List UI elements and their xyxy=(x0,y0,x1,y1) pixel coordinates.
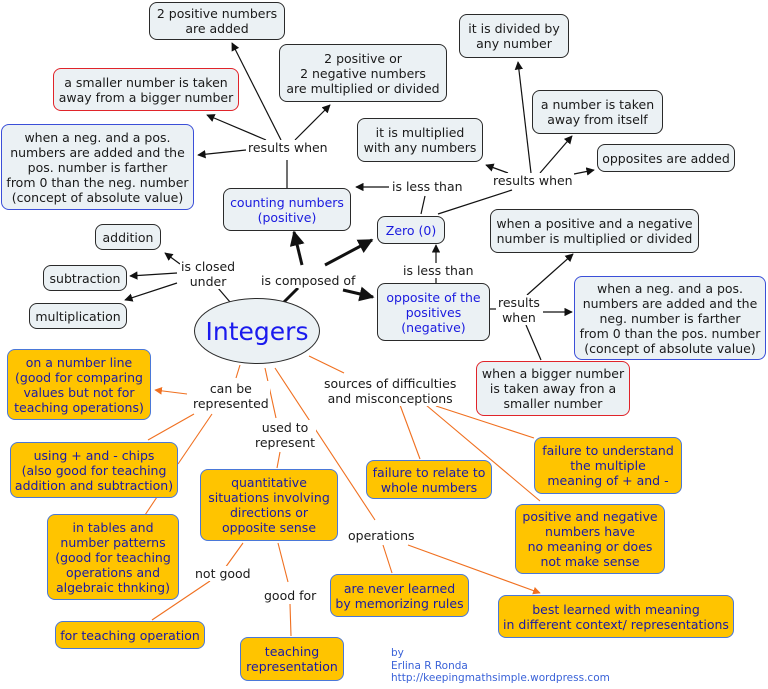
link-sources-of-difficulties: sources of difficulties and misconceptio… xyxy=(323,376,458,406)
node-never-memorizing[interactable]: are never learned by memorizing rules xyxy=(330,574,469,617)
link-used-to-represent: used to represent xyxy=(254,420,317,450)
edge xyxy=(324,238,374,267)
author-credit: by Erlina R Ronda http://keepingmathsimp… xyxy=(391,647,610,684)
edge xyxy=(420,195,426,215)
link-is-less-than-2: is less than xyxy=(402,263,475,278)
node-tables-patterns[interactable]: in tables and number patterns (good for … xyxy=(47,514,179,600)
node-number-line[interactable]: on a number line (good for comparing val… xyxy=(7,349,151,420)
edge xyxy=(539,135,573,174)
node-for-teaching-operation[interactable]: for teaching operation xyxy=(55,621,205,649)
node-smaller-from-bigger[interactable]: a smaller number is taken away from a bi… xyxy=(53,68,239,111)
link-operations: operations xyxy=(347,528,416,543)
edge xyxy=(274,367,376,521)
edge xyxy=(231,42,282,141)
node-taken-from-itself[interactable]: a number is taken away from itself xyxy=(532,90,663,134)
edge xyxy=(342,286,375,302)
edge xyxy=(573,167,595,176)
edge xyxy=(289,230,305,266)
node-zero[interactable]: Zero (0) xyxy=(377,216,445,244)
link-is-less-than-1: is less than xyxy=(391,179,464,194)
link-is-closed-under: is closed under xyxy=(180,259,237,289)
edge xyxy=(282,286,300,304)
edge xyxy=(425,404,541,502)
node-neg-pos-added-neg-farther[interactable]: when a neg. and a pos. numbers are added… xyxy=(574,276,766,360)
edge xyxy=(435,405,535,439)
link-results-when-2: results when xyxy=(492,173,574,188)
node-counting-numbers[interactable]: counting numbers (positive) xyxy=(223,188,351,231)
edge xyxy=(217,287,231,303)
node-no-meaning[interactable]: positive and negative numbers have no me… xyxy=(515,504,665,574)
node-subtraction[interactable]: subtraction xyxy=(43,265,127,291)
node-neg-pos-added-pos-farther[interactable]: when a neg. and a pos. numbers are added… xyxy=(1,124,194,210)
link-not-good: not good xyxy=(194,566,252,581)
edge xyxy=(197,149,247,159)
link-results-when-3: results when xyxy=(497,295,541,325)
edge xyxy=(129,271,178,280)
edge xyxy=(264,367,277,419)
link-results-when-1: results when xyxy=(247,140,329,155)
edge xyxy=(224,542,244,569)
node-failure-to-relate[interactable]: failure to relate to whole numbers xyxy=(366,460,492,499)
edge xyxy=(235,364,241,379)
edge xyxy=(276,451,281,469)
edge xyxy=(382,544,393,574)
edge xyxy=(294,104,331,141)
node-two-pos-or-neg-multiplied[interactable]: 2 positive or 2 negative numbers are mul… xyxy=(279,44,447,102)
edge xyxy=(151,580,211,621)
edge xyxy=(164,252,181,265)
edge xyxy=(526,253,574,296)
link-good-for: good for xyxy=(263,588,318,603)
edge xyxy=(399,404,421,460)
edge xyxy=(485,163,509,174)
edge xyxy=(289,603,292,637)
node-teaching-representation[interactable]: teaching representation xyxy=(240,637,344,681)
node-chips[interactable]: using + and - chips (also good for teach… xyxy=(10,442,178,498)
edge xyxy=(308,355,345,374)
central-concept-integers[interactable]: Integers xyxy=(194,298,320,364)
edge xyxy=(437,189,513,215)
node-divided-by-any[interactable]: it is divided by any number xyxy=(459,14,569,58)
node-opposites-added[interactable]: opposites are added xyxy=(597,144,735,172)
link-is-composed-of: is composed of xyxy=(260,273,357,288)
node-multiplied-any[interactable]: it is multiplied with any numbers xyxy=(357,118,483,162)
edge xyxy=(177,413,213,465)
edge xyxy=(206,114,267,141)
node-opposite-of-positives[interactable]: opposite of the positives (negative) xyxy=(377,283,490,341)
node-addition[interactable]: addition xyxy=(95,224,161,250)
node-best-learned[interactable]: best learned with meaning in different c… xyxy=(498,595,734,638)
node-pos-neg-multiplied[interactable]: when a positive and a negative number is… xyxy=(490,209,699,253)
edge xyxy=(124,282,178,302)
edge xyxy=(514,61,532,174)
edge xyxy=(144,496,158,516)
edge xyxy=(154,387,188,395)
edge xyxy=(525,324,542,361)
edge xyxy=(147,413,195,441)
node-bigger-from-smaller[interactable]: when a bigger number is taken away fron … xyxy=(476,361,630,416)
node-multiplication[interactable]: multiplication xyxy=(29,303,127,329)
edge xyxy=(277,542,289,583)
node-failure-to-understand[interactable]: failure to understand the multiple meani… xyxy=(534,437,682,494)
edge xyxy=(407,544,541,595)
link-can-be-represented: can be represented xyxy=(192,381,270,411)
node-quantitative-situations[interactable]: quantitative situations involving direct… xyxy=(200,469,338,541)
node-positive-added[interactable]: 2 positive numbers are added xyxy=(149,2,285,40)
